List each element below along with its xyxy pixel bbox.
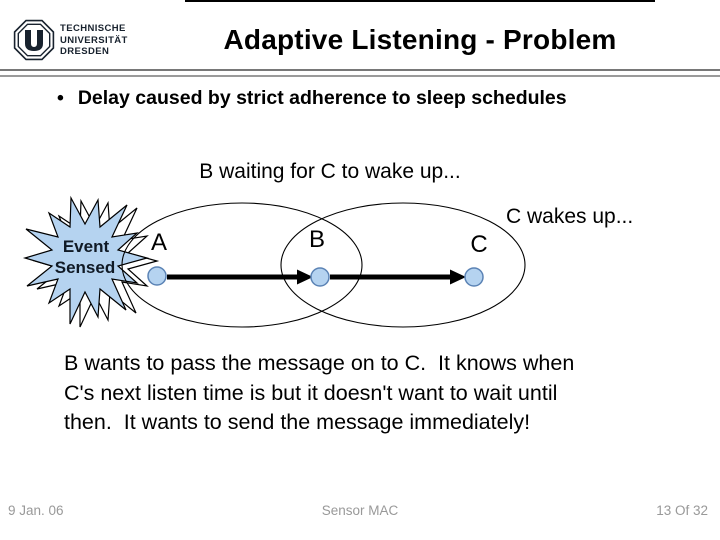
header-rule-top	[0, 69, 720, 71]
event-burst-label-line2: Sensed	[55, 258, 115, 277]
logo-line-2: UNIVERSITÄT	[60, 34, 128, 46]
logo-line-1: TECHNISCHE	[60, 23, 126, 34]
footer-page-number: 13 Of 32	[656, 503, 708, 518]
caption-c-wakes: C wakes up...	[506, 205, 634, 228]
logo-line-3: DRESDEN	[60, 46, 110, 57]
node-a	[147, 266, 167, 286]
explanation-paragraph: B wants to pass the message on to C. It …	[64, 351, 575, 434]
node-c	[464, 267, 484, 287]
title-top-rule	[185, 0, 655, 2]
logo-wordmark: TECHNISCHE UNIVERSITÄT DRESDEN	[60, 23, 128, 58]
event-burst-icon	[22, 195, 150, 325]
node-c-label: C	[470, 231, 487, 258]
event-burst-label-line1: Event	[63, 237, 110, 256]
footer-deck-title: Sensor MAC	[321, 503, 399, 518]
node-b-label: B	[309, 226, 325, 253]
radio-range-right-ellipse	[280, 202, 526, 328]
radio-range-left-ellipse	[121, 202, 363, 328]
footer-date: 9 Jan. 06	[8, 503, 64, 518]
tu-dresden-logo-icon	[13, 19, 55, 61]
header-rule-bottom	[0, 75, 720, 77]
bullet-text: Delay caused by strict adherence to slee…	[77, 87, 567, 109]
arrow-b-to-c	[330, 269, 466, 285]
node-b	[310, 267, 330, 287]
slide-title: Adaptive Listening - Problem	[223, 24, 617, 55]
caption-b-waiting: B waiting for C to wake up...	[199, 160, 461, 183]
bullet-marker: •	[57, 87, 64, 109]
arrow-a-to-b	[167, 269, 313, 285]
bullet-item: • Delay caused by strict adherence to sl…	[57, 87, 567, 110]
node-a-label: A	[151, 229, 167, 256]
footer: 9 Jan. 06 Sensor MAC 13 Of 32	[0, 503, 720, 523]
